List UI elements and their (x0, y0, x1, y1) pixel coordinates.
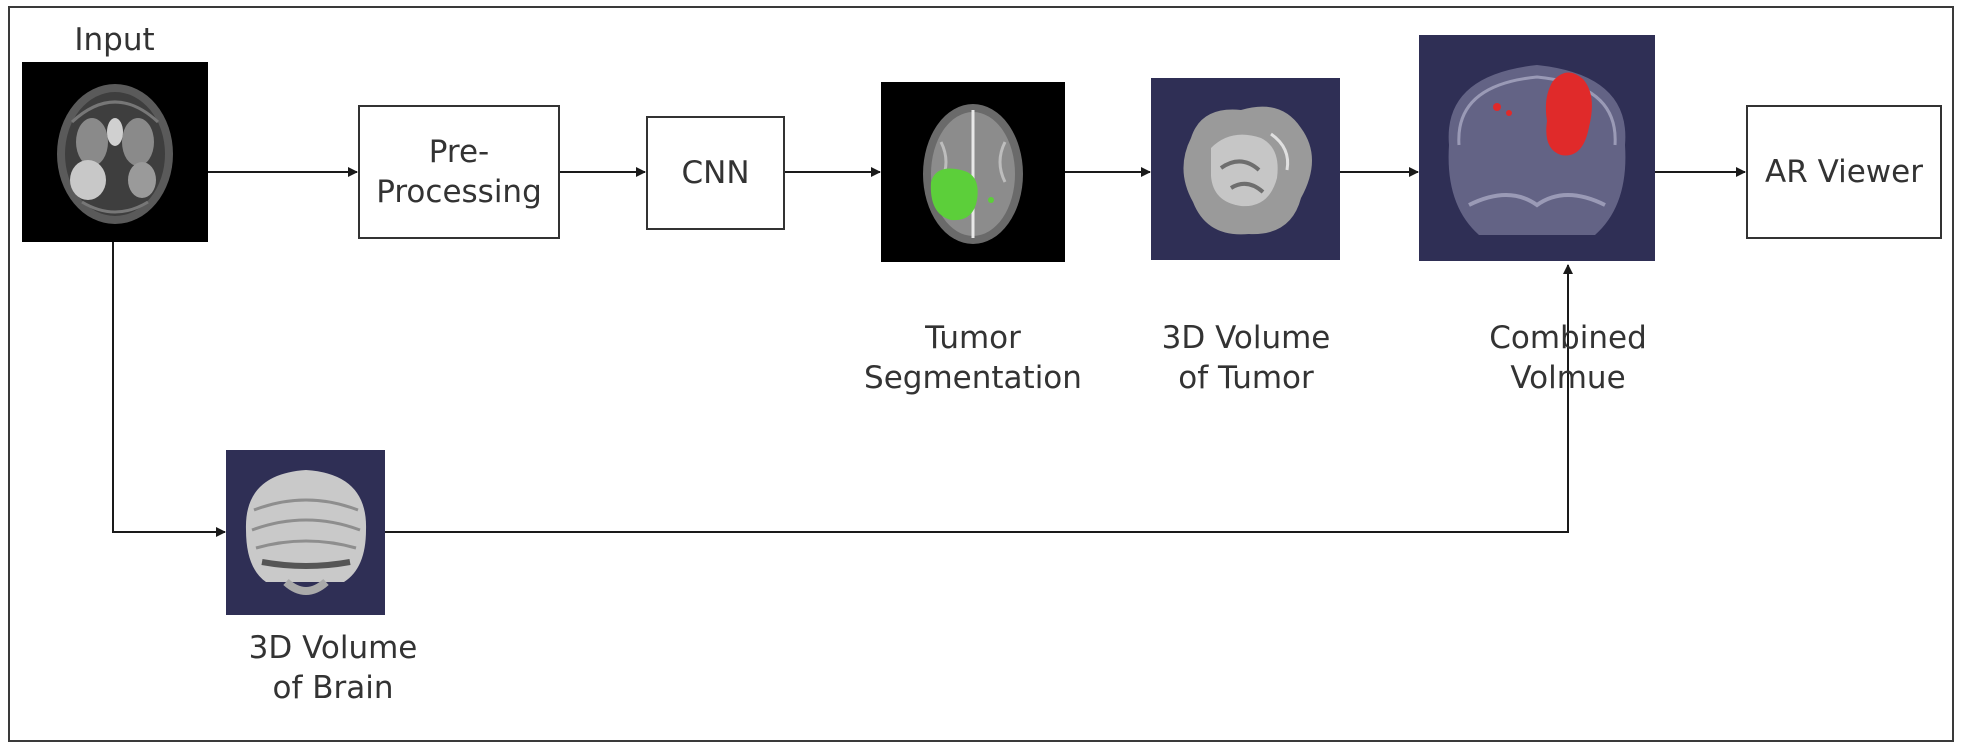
combined-volume-label: Combined Volmue (1489, 320, 1647, 397)
tumor-segmentation-label: Tumor Segmentation (864, 320, 1082, 397)
tumor-volume-graphic (1151, 78, 1340, 260)
input-mri-image (22, 62, 208, 242)
preprocessing-box: Pre- Processing (358, 105, 560, 239)
tumor-volume-label: 3D Volume of Tumor (1161, 320, 1331, 397)
ar-viewer-box: AR Viewer (1746, 105, 1942, 239)
arrow-brain-volume-to-combined (385, 264, 1573, 533)
cnn-label: CNN (681, 154, 750, 191)
combined-volume-image (1419, 35, 1655, 261)
ar-viewer-label: AR Viewer (1765, 153, 1923, 190)
segmentation-slice-graphic (881, 82, 1065, 262)
brain-volume-graphic (226, 450, 385, 615)
diagram-frame (8, 6, 1954, 742)
tumor-volume-image (1151, 78, 1340, 260)
cnn-box: CNN (646, 116, 785, 230)
brain-volume-label: 3D Volume of Brain (248, 630, 418, 707)
preprocessing-label-line2: Processing (376, 174, 542, 210)
arrow-input-to-brain-volume (112, 242, 226, 537)
brain-volume-image (226, 450, 385, 615)
combined-volume-graphic (1419, 35, 1655, 261)
preprocessing-label-line1: Pre- (428, 133, 490, 170)
mri-slice-graphic (22, 62, 208, 242)
input-label: Input (74, 22, 155, 58)
tumor-segmentation-image (881, 82, 1065, 262)
